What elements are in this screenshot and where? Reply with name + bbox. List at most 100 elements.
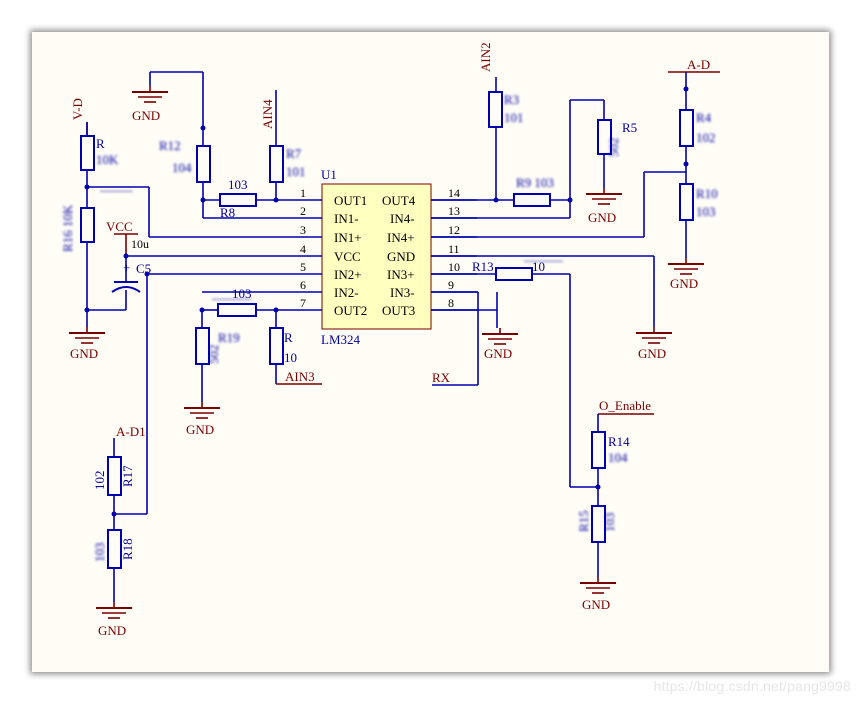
gnd-label-top-left: GND [132, 108, 160, 123]
svg-text:R15: R15 [576, 510, 591, 532]
r8-designator: R8 [220, 205, 235, 220]
svg-text:______: ______ [523, 248, 564, 263]
pin-label-vcc: VCC [334, 249, 361, 264]
ic-pin-labels: OUT1 IN1- IN1+ VCC IN2+ IN2- OUT2 OUT4 I… [334, 193, 416, 318]
net-label-ain4: AIN4 [260, 99, 275, 129]
schematic-canvas: U1 LM324 OUT1 IN1- IN1+ VCC IN2+ IN2- OU… [32, 32, 829, 672]
pin-label-out3: OUT3 [382, 303, 415, 318]
net-label-a-d1: A-D1 [116, 424, 146, 439]
gnd-label-pin11: GND [638, 346, 666, 361]
net-label-ain3: AIN3 [285, 369, 315, 384]
gnd-label-r5: GND [588, 210, 616, 225]
svg-text:4: 4 [300, 242, 306, 256]
in2-plus-wire [114, 271, 276, 515]
r17-value: 102 [92, 471, 107, 491]
resistor-ain3-value: 10 [284, 350, 297, 365]
r13-value: 10 [532, 259, 545, 274]
r17-designator: R17 [120, 465, 135, 487]
svg-text:2: 2 [300, 204, 306, 218]
pin-label-in4-plus: IN4+ [387, 230, 415, 245]
ain4-input: AIN4 R7 101 [260, 90, 306, 200]
out4-network: AIN2 R3 101 R9 103 R5 502 GND [431, 42, 637, 225]
svg-text:1: 1 [300, 186, 306, 200]
out3-rx: RX GND [431, 291, 519, 386]
net-label-ain2: AIN2 [478, 42, 493, 72]
gnd-label-r19: GND [186, 422, 214, 437]
resistor-r10 [679, 183, 694, 221]
svg-text:R19: R19 [218, 330, 240, 345]
svg-text:3: 3 [300, 223, 306, 237]
r13-designator: R13 [472, 259, 494, 274]
svg-text:9: 9 [448, 278, 454, 292]
svg-text:103: 103 [92, 543, 107, 563]
net-label-a-d: A-D [687, 57, 710, 72]
svg-text:10: 10 [448, 260, 460, 274]
ad-divider: A-D R4 102 R10 103 GND [431, 57, 720, 291]
ad1-divider: A-D1 R17 102 R18 103 GND [92, 424, 146, 638]
r6-value: 103 [232, 286, 252, 301]
svg-text:502: 502 [206, 345, 221, 365]
resistor-r9 [513, 193, 551, 207]
net-label-rx: RX [432, 370, 451, 385]
r14-designator: R14 [608, 434, 630, 449]
pin-label-gnd: GND [387, 249, 415, 264]
svg-text:104: 104 [172, 160, 192, 175]
resistor-r12 [196, 145, 211, 183]
svg-text:R4: R4 [696, 110, 712, 125]
pin-label-out1: OUT1 [334, 193, 367, 208]
pin-label-in4-minus: IN4- [390, 211, 415, 226]
gnd-label-r15: GND [582, 597, 610, 612]
svg-text:R9 103: R9 103 [516, 175, 554, 190]
resistor-r13 [495, 267, 533, 281]
svg-text:R3: R3 [504, 92, 519, 107]
c5-value: 10u [131, 237, 149, 251]
schematic-svg: U1 LM324 OUT1 IN1- IN1+ VCC IN2+ IN2- OU… [60, 42, 720, 638]
in1-network: GND R12 104 103 R8 [131, 71, 279, 220]
svg-text:7: 7 [300, 296, 306, 310]
net-label-vcc: VCC [106, 219, 133, 234]
gnd-label-out3: GND [484, 346, 512, 361]
vcc-capacitor-c5: VCC 10u + C5 [84, 219, 276, 313]
svg-text:R12: R12 [159, 138, 181, 153]
resistor-vd-bottom [80, 207, 95, 243]
resistor-vd-top [80, 135, 95, 171]
svg-text:103: 103 [696, 204, 716, 219]
svg-text:______: ______ [211, 286, 252, 301]
svg-text:102: 102 [696, 130, 716, 145]
svg-text:13: 13 [448, 204, 460, 218]
ic-designator: U1 [321, 167, 337, 182]
resistor-vd-top-value-blurred: 10K [96, 152, 119, 167]
pin-label-out2: OUT2 [334, 303, 367, 318]
svg-text:101: 101 [504, 110, 524, 125]
gnd-label-ad1: GND [98, 623, 126, 638]
pin-label-in2-plus: IN2+ [334, 267, 362, 282]
ic-part-name: LM324 [321, 332, 361, 347]
svg-text:103: 103 [602, 513, 617, 533]
resistor-r6 [217, 303, 257, 317]
lm324-ic[interactable]: U1 LM324 OUT1 IN1- IN1+ VCC IN2+ IN2- OU… [276, 167, 477, 347]
pin-label-in3-plus: IN3+ [387, 267, 415, 282]
pin-label-in1-minus: IN1- [334, 211, 359, 226]
net-label-o-enable: O_Enable [599, 398, 651, 413]
ic-pin-numbers: 1 2 3 4 5 6 7 14 13 12 11 10 9 8 [300, 186, 460, 310]
resistor-vd-top-label: R [96, 136, 105, 151]
r8-value: 103 [228, 177, 248, 192]
resistor-r14 [591, 431, 606, 469]
pin-label-in3-minus: IN3- [390, 285, 415, 300]
watermark-url: https://blog.csdn.net/pang9998 [653, 678, 851, 694]
svg-text:104: 104 [608, 450, 628, 465]
svg-text:11: 11 [448, 242, 460, 256]
resistor-ain4 [269, 145, 284, 183]
vd-divider: V-D R 10K R16 10K _____ GND [60, 98, 276, 361]
in2-network: 103 ______ R19 502 GND R 10 AIN3 [183, 286, 322, 437]
gnd-label-ad: GND [670, 276, 698, 291]
resistor-ain3-label: R [284, 330, 293, 345]
pin-label-in2-minus: IN2- [334, 285, 359, 300]
svg-text:8: 8 [448, 296, 454, 310]
svg-text:14: 14 [448, 186, 460, 200]
svg-text:R7: R7 [286, 146, 302, 161]
svg-text:101: 101 [286, 164, 306, 179]
net-label-v-d: V-D [70, 98, 85, 120]
svg-text:502: 502 [606, 138, 621, 158]
svg-text:_____: _____ [99, 178, 133, 193]
